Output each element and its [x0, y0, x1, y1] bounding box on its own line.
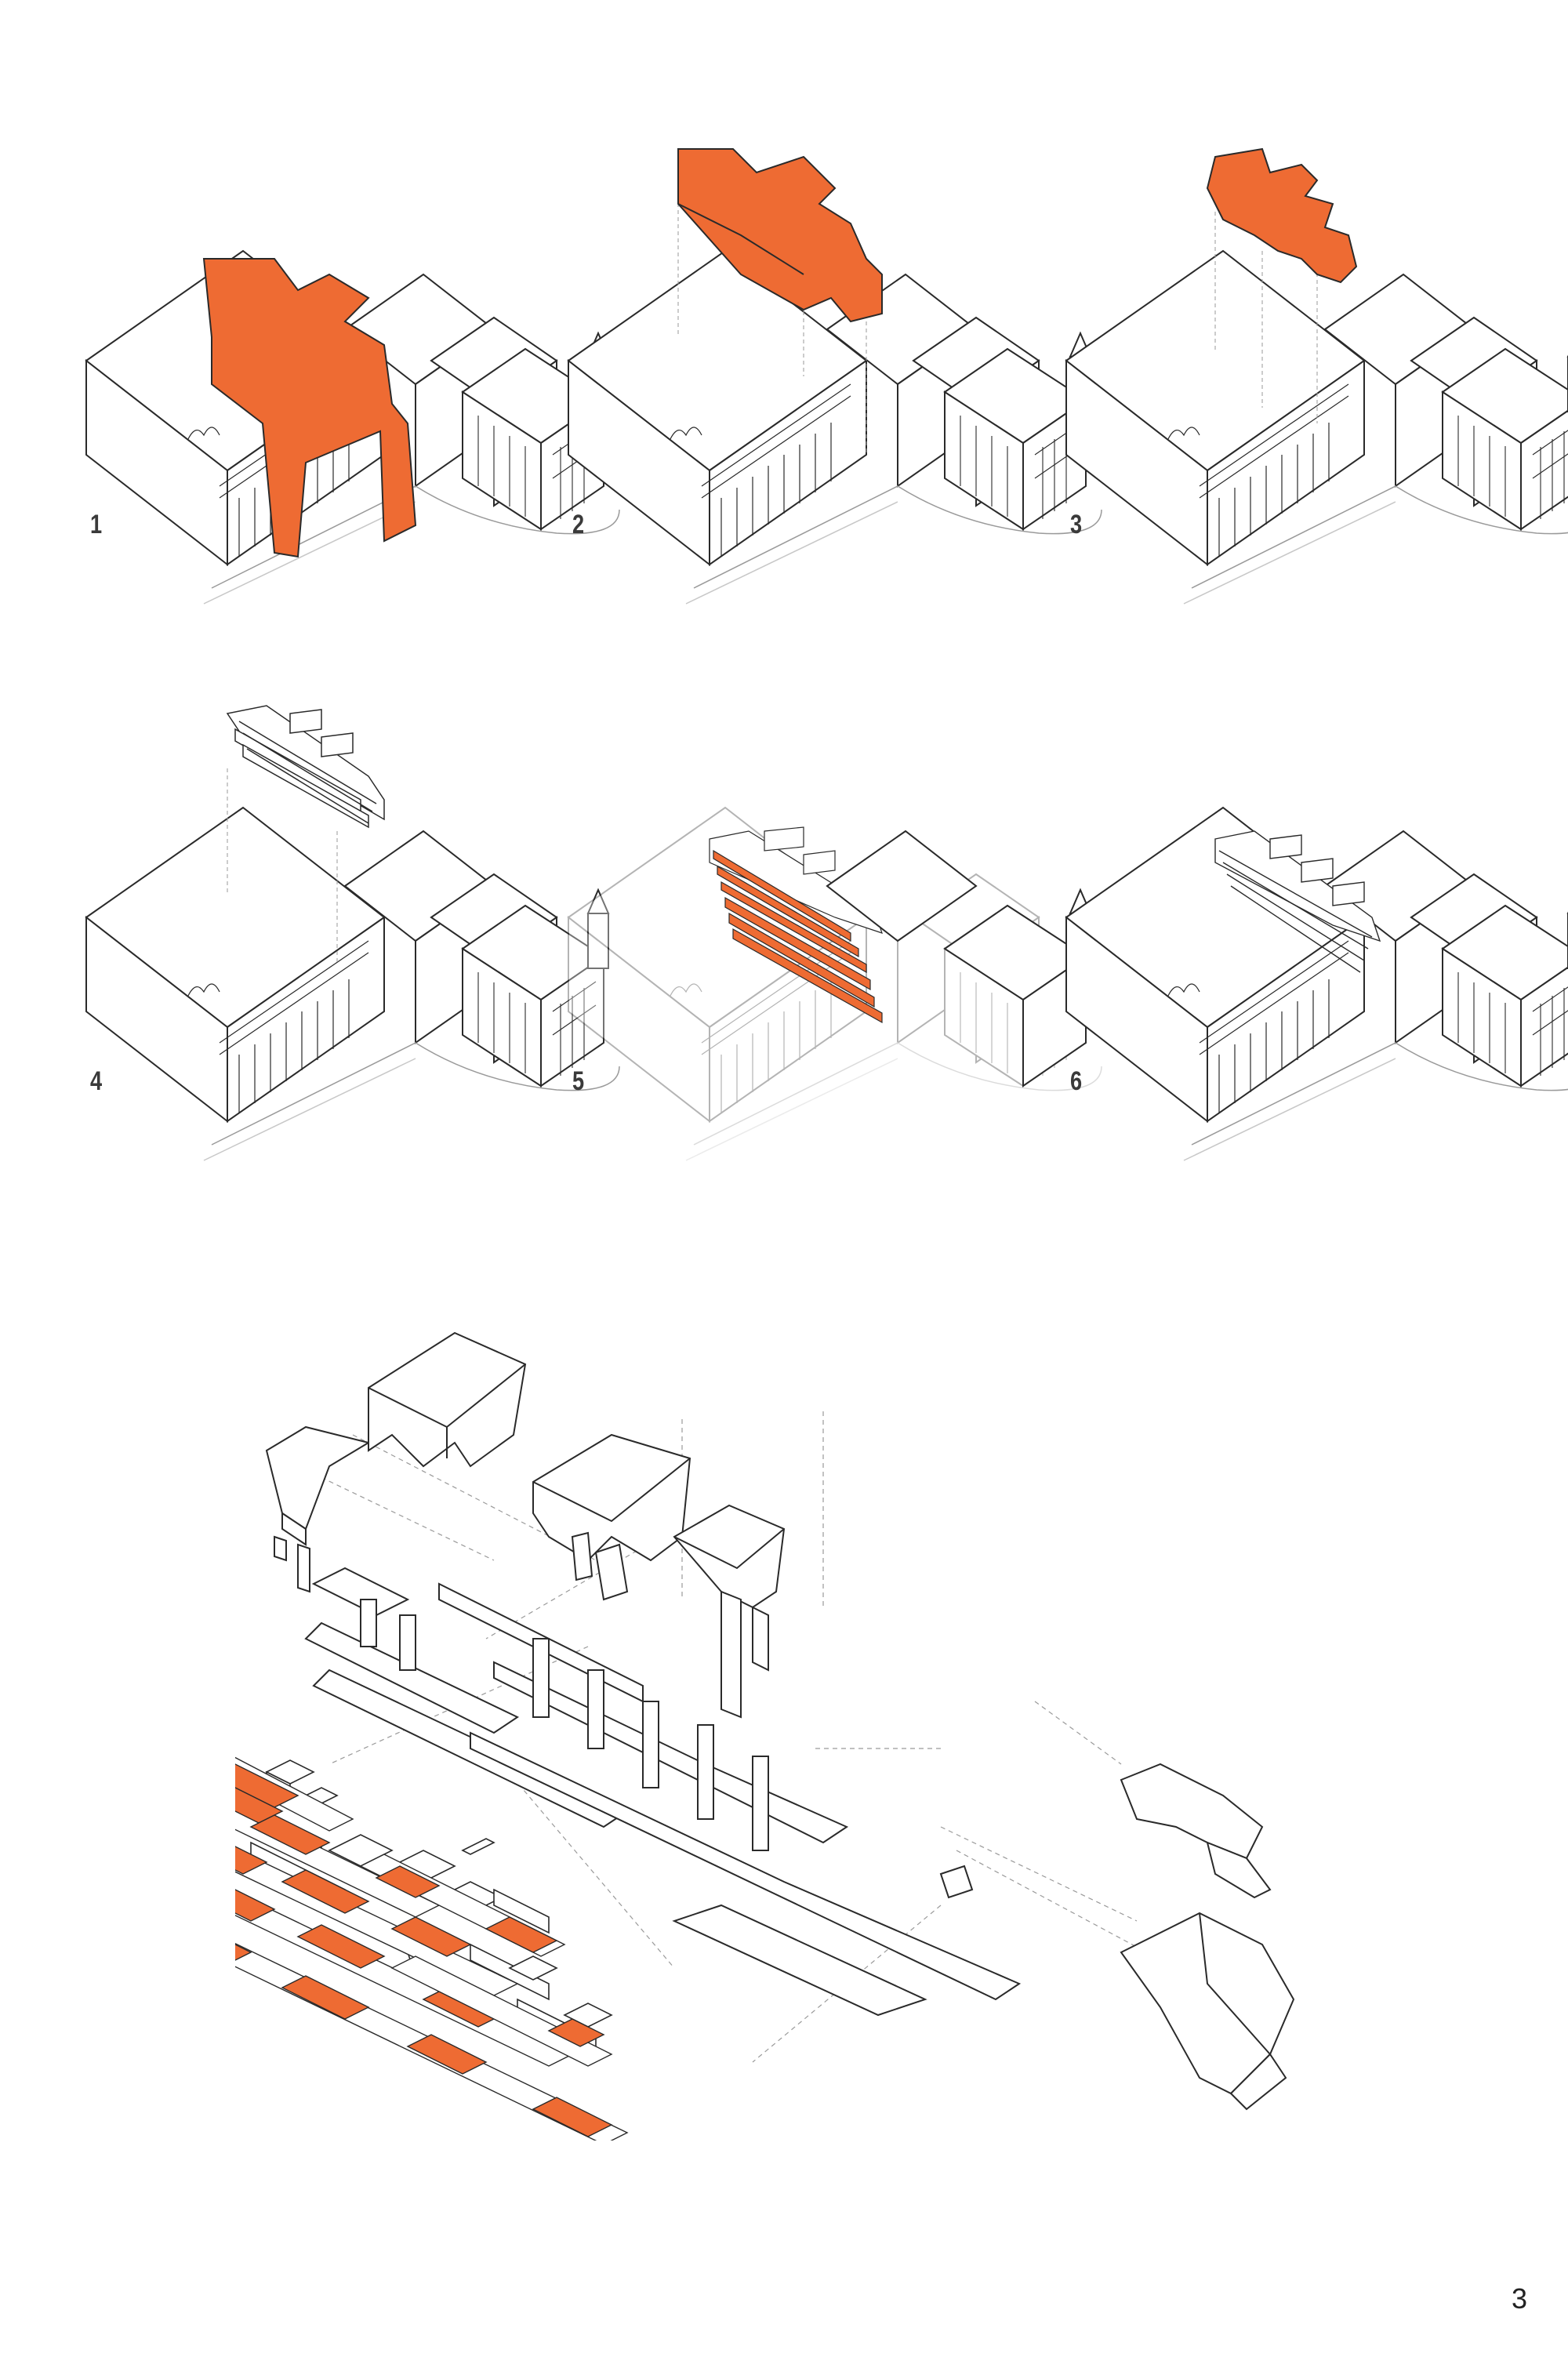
exploded-axonometric [140, 1278, 1372, 2145]
massing-diagram-step-6 [1065, 807, 1568, 1161]
diagram-step-3: 3 [1065, 147, 1568, 619]
page-number: 3 [1511, 2282, 1527, 2315]
massing-diagram-step-3 [1065, 147, 1568, 605]
street-volume [202, 258, 417, 558]
diagram-step-6: 6 [1065, 784, 1568, 1176]
roof-piece-left [265, 1425, 371, 1593]
orange-slat-stack [140, 1728, 629, 2145]
massing-diagram-step-1 [85, 250, 620, 605]
lifted-volume [677, 148, 883, 323]
step-number: 6 [1070, 1066, 1083, 1096]
roof-cutout [1206, 147, 1358, 284]
step-number: 3 [1070, 510, 1083, 539]
step-number: 4 [90, 1066, 103, 1096]
massing-diagram-step-4 [85, 705, 620, 1161]
inserted-structure [1214, 830, 1381, 973]
exploded-axonometric-drawing [140, 1331, 1295, 2145]
orange-slats [709, 826, 883, 1024]
step-number: 5 [572, 1066, 585, 1096]
roof-piece-right [532, 1433, 691, 1601]
floor-plates [304, 1567, 1022, 2017]
massing-diagram-step-5 [568, 807, 1102, 1161]
lifted-structure [226, 705, 385, 829]
roof-piece-center [368, 1331, 527, 1468]
diagram-step-4: 4 [85, 705, 635, 1176]
step-number: 1 [90, 510, 103, 539]
diagram-step-1: 1 [85, 227, 635, 619]
diagram-step-2: 2 [568, 148, 1117, 619]
step-number: 2 [572, 510, 585, 539]
diagram-step-5: 5 [568, 784, 1117, 1176]
massing-diagram-step-2 [568, 148, 1102, 605]
canopy-right [1120, 1763, 1295, 2111]
roof-piece-far-right [673, 1504, 786, 1719]
